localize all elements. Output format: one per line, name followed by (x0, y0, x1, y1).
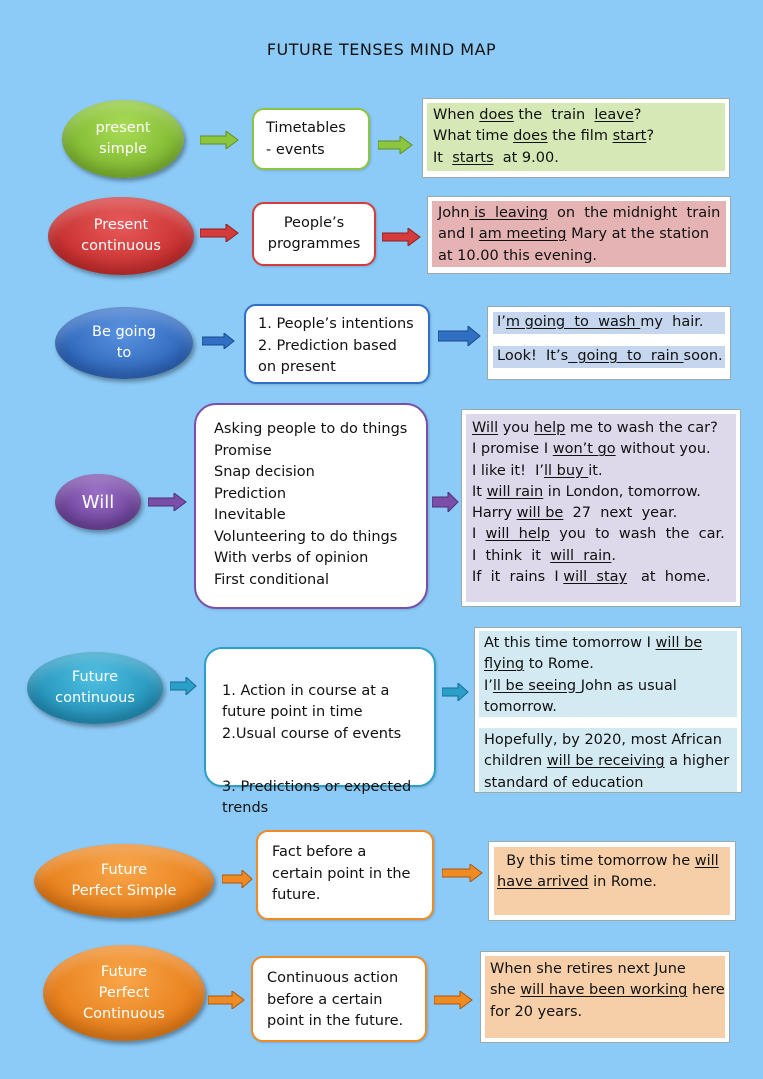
example-line: It starts at 9.00. (433, 149, 559, 166)
tense-present-continuous: Present continuous (48, 197, 194, 275)
arrow-right-icon (434, 991, 473, 1009)
use-text: 3. Predictions or expected trends (222, 778, 412, 817)
use-box-present-continuous: People’s programmes (252, 202, 376, 266)
tense-future-continuous: Future continuous (27, 652, 163, 724)
arrow-right-icon (432, 492, 459, 512)
use-box-future-perfect-simple: Fact before a certain point in the futur… (256, 830, 434, 920)
use-box-be-going-to: 1. People’s intentions 2. Prediction bas… (244, 304, 430, 384)
examples-present-continuous: John is leaving on the midnight train an… (427, 196, 731, 274)
example-line: I’m going to wash my hair. (497, 314, 704, 330)
examples-future-continuous: At this time tomorrow I will be flying t… (474, 627, 742, 793)
arrow-right-icon (208, 991, 245, 1009)
example-line: When she retires next June (490, 961, 686, 977)
arrow-right-icon (222, 870, 253, 888)
example-line: What time does the film start? (433, 128, 655, 145)
example-line: for 20 years. (490, 1003, 583, 1020)
example-line: I promise I won’t go without you. (472, 441, 711, 458)
example-line: I think it will rain. (472, 547, 616, 564)
example-line: I’ll be seeing John as usual (484, 677, 677, 694)
arrow-right-icon (200, 131, 239, 149)
arrow-right-icon (438, 326, 481, 346)
tense-present-simple: present simple (62, 100, 184, 178)
tense-be-going-to: Be going to (55, 307, 193, 379)
example-line: John is leaving on the midnight train (438, 205, 721, 221)
examples-will: Will you help me to wash the car? I prom… (461, 409, 741, 607)
example-line: Harry will be 27 next year. (472, 505, 678, 522)
example-line: at 10.00 this evening. (438, 247, 598, 264)
arrow-right-icon (202, 333, 235, 349)
example-line: Will you help me to wash the car? (472, 420, 718, 436)
example-line: I will help you to wash the car. (472, 526, 725, 543)
examples-be-going-to: I’m going to wash my hair. Look! It’s go… (487, 306, 731, 380)
example-line: It will rain in London, tomorrow. (472, 483, 701, 500)
arrow-right-icon (442, 864, 483, 882)
example-line: standard of education (484, 774, 644, 791)
example-line: At this time tomorrow I will be (484, 635, 703, 651)
arrow-right-icon (148, 493, 187, 511)
example-line: and I am meeting Mary at the station (438, 226, 710, 243)
arrow-right-icon (378, 136, 413, 154)
examples-future-perfect-simple: By this time tomorrow he will have arriv… (488, 841, 736, 921)
example-line: children will be receiving a higher (484, 753, 730, 770)
arrow-right-icon (200, 224, 239, 242)
example-line: I like it! I’ll buy it. (472, 462, 603, 479)
use-box-will: Asking people to do things Promise Snap … (194, 403, 428, 609)
tense-future-perfect-simple: Future Perfect Simple (34, 844, 214, 918)
examples-present-simple: When does the train leave? What time doe… (422, 98, 730, 178)
example-line: By this time tomorrow he will (497, 853, 719, 869)
arrow-right-icon (382, 228, 421, 246)
arrow-right-icon (442, 683, 469, 701)
example-line: Hopefully, by 2020, most African (484, 732, 722, 748)
example-line: If it rains I will stay at home. (472, 569, 711, 586)
example-line: she will have been working here (490, 982, 725, 999)
use-text: 1. Action in course at a future point in… (222, 682, 402, 742)
examples-future-perfect-continuous: When she retires next June she will have… (480, 951, 730, 1043)
example-line: have arrived in Rome. (497, 874, 657, 891)
arrow-right-icon (170, 677, 197, 695)
page-title: FUTURE TENSES MIND MAP (266, 40, 497, 59)
tense-future-perfect-continuous: Future Perfect Continuous (43, 945, 205, 1041)
example-line: Look! It’s going to rain soon. (497, 348, 723, 364)
tense-will: Will (55, 474, 141, 530)
use-box-present-simple: Timetables - events (252, 108, 370, 170)
use-box-future-continuous: 1. Action in course at a future point in… (204, 647, 436, 816)
example-line: When does the train leave? (433, 107, 642, 123)
example-line: flying to Rome. (484, 656, 594, 673)
use-box-future-perfect-continuous: Continuous action before a certain point… (251, 956, 427, 1042)
example-line: tomorrow. (484, 698, 557, 715)
